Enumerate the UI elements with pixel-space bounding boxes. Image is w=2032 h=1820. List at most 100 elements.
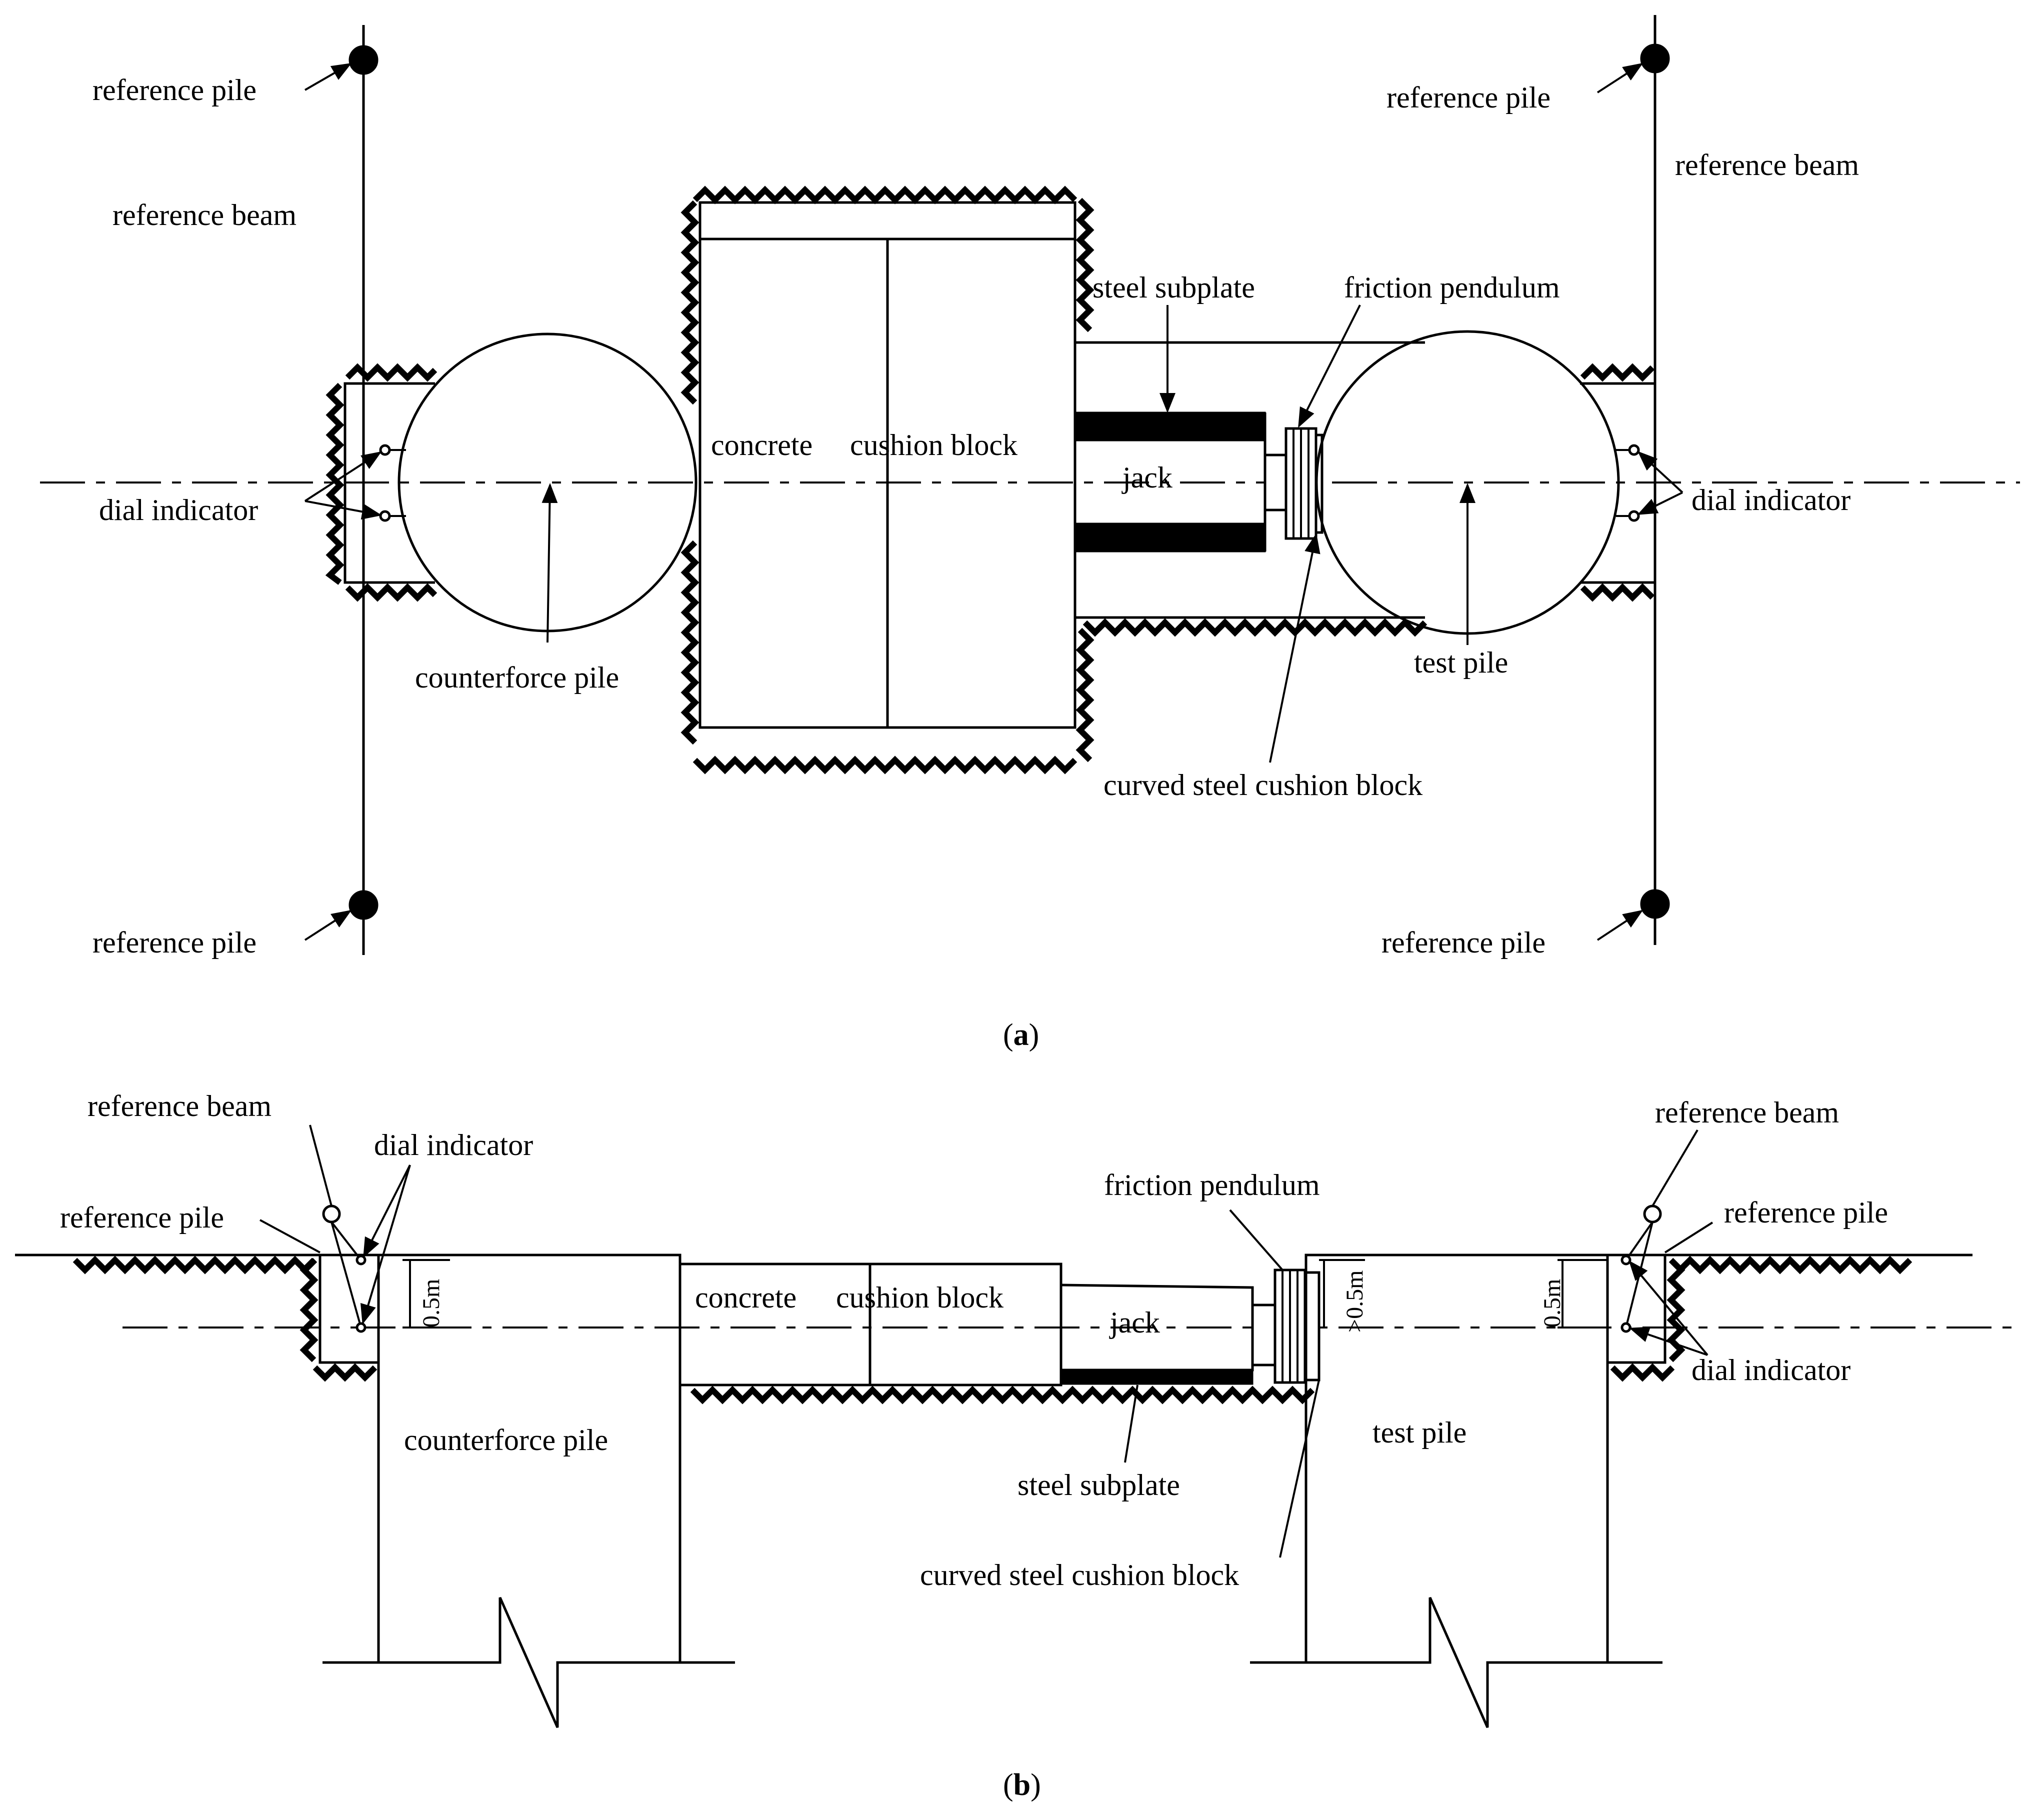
reference-pile-bottom-right [1640,889,1670,919]
test-pile-break [1250,1596,1662,1728]
soil-hatch-left-top [345,363,438,382]
reference-pit-left [318,1255,378,1364]
label-dial-right: dial indicator [1692,484,1850,516]
soil-hatch-block-left-bottom [680,540,700,745]
label-b-counterforce-pile: counterforce pile [404,1424,608,1456]
section-steel-subplate [1060,1369,1254,1385]
label-b-ref-pile-left: reference pile [60,1201,224,1234]
label-friction-pendulum: friction pendulum [1344,271,1560,304]
leader-curved-block [1269,533,1320,763]
soil-hatch-section-block [690,1386,1315,1404]
section-dial-left-1 [356,1254,366,1266]
label-ref-pile-tl: reference pile [92,74,256,106]
soil-hatch-block-right-top [1076,198,1094,332]
soil-hatch-block-left-top [680,200,700,405]
label-ref-pile-tr: reference pile [1386,81,1550,114]
section-dial-left-2 [356,1322,366,1333]
reference-pit-right [1608,1255,1666,1364]
leader-b-ref-beam-right [1652,1129,1698,1207]
soil-hatch-channel-bottom [1082,618,1428,637]
soil-hatch-left-side [325,382,344,585]
dial-indicator-right-2 [1628,510,1640,522]
dial-box-left [344,382,435,584]
soil-hatch-block-bottom [692,756,1078,774]
label-dial-left: dial indicator [99,494,258,526]
leader-b-dial-left-2 [360,1164,411,1324]
ref-support-left-1 [330,1221,362,1261]
leader-dial-left-1 [304,451,382,502]
leader-dial-right-1 [1638,451,1684,494]
leader-ref-pile-br [1596,910,1644,941]
dial-indicator-left-1 [379,444,391,456]
test-pile [1304,1254,1609,1662]
section-dial-right-1 [1620,1254,1632,1266]
label-b-steel-subplate: steel subplate [1018,1468,1180,1502]
leader-ref-pile-bl [304,910,352,941]
figure-b-section-view: 0.5m >0.5m 0.5m reference beam dial indi… [15,1090,2020,1802]
soil-hatch-pit-left-side [300,1258,318,1362]
label-b-test-pile: test pile [1372,1416,1466,1449]
label-ref-beam-right: reference beam [1675,148,1859,182]
leader-b-dial-left-1 [363,1164,411,1258]
section-jack-piston [1251,1304,1276,1366]
leader-counterforce-pile [542,483,558,643]
soil-hatch-left-bottom [345,583,438,602]
soil-hatch-ground-right [1678,1256,1912,1274]
soil-hatch-block-right-bottom [1076,628,1094,762]
leader-b-dial-right-1 [1628,1260,1708,1356]
label-ref-pile-bl: reference pile [92,926,256,959]
ref-support-right-1 [1625,1221,1654,1261]
label-b-ref-beam-right: reference beam [1655,1096,1839,1129]
label-curved-block: curved steel cushion block [1104,768,1422,802]
counterforce-pile-break [322,1596,735,1728]
counterforce-pile [377,1254,682,1662]
leader-ref-pile-tr [1596,62,1644,94]
dim-left-label: 0.5m [418,1279,444,1328]
dim-right-label: 0.5m [1539,1279,1566,1328]
label-b-ref-pile-right: reference pile [1724,1196,1888,1229]
ref-support-left-2 [330,1222,362,1328]
label-jack: jack [1122,461,1172,494]
soil-hatch-block-top [692,186,1078,204]
label-test-pile: test pile [1414,646,1508,679]
leader-b-steel-subplate [1124,1384,1138,1463]
label-b-friction-pendulum: friction pendulum [1104,1168,1320,1202]
label-concrete: concrete [711,428,812,462]
dim-mid-label: >0.5m [1342,1270,1368,1332]
dial-box-right [1580,382,1656,584]
section-reference-beam-left [322,1204,341,1224]
leader-ref-pile-tl [304,62,352,91]
reference-pile-top-right [1640,44,1670,74]
dial-indicator-left-2 [379,510,391,522]
leader-b-curved-block [1279,1380,1320,1558]
leader-b-dial-right-2 [1629,1326,1708,1356]
soil-hatch-pit-left-bottom [312,1363,378,1382]
label-cushion-block: cushion block [850,428,1018,462]
leader-b-friction-pendulum [1229,1209,1284,1271]
label-b-curved-block: curved steel cushion block [920,1558,1239,1592]
soil-hatch-ground-left [72,1256,318,1274]
section-dial-right-2 [1620,1322,1632,1333]
leader-b-ref-beam-left [309,1124,332,1206]
caption-a: (a) [1003,1018,1039,1052]
ref-support-right-2 [1625,1222,1654,1328]
soil-hatch-right-top [1580,363,1655,382]
leader-b-ref-pile-right [1664,1222,1714,1254]
leader-dial-right-2 [1637,492,1683,515]
label-b-dial-left: dial indicator [374,1128,533,1162]
dial-indicator-right-1 [1628,444,1640,456]
section-reference-beam-right [1643,1204,1662,1224]
reference-pile-top-left [348,45,378,75]
label-b-cushion-block: cushion block [836,1281,1004,1314]
soil-hatch-right-bottom [1580,583,1655,602]
leader-dial-left-2 [304,500,382,520]
label-counterforce-pile: counterforce pile [415,661,619,694]
label-ref-beam-left: reference beam [112,198,296,232]
leader-b-ref-pile-left [260,1219,320,1254]
steel-subplate-top [1075,412,1266,441]
label-ref-pile-br: reference pile [1382,926,1546,959]
label-b-ref-beam-left: reference beam [88,1090,272,1122]
label-steel-subplate: steel subplate [1092,271,1255,304]
leader-friction-pendulum [1298,304,1361,428]
